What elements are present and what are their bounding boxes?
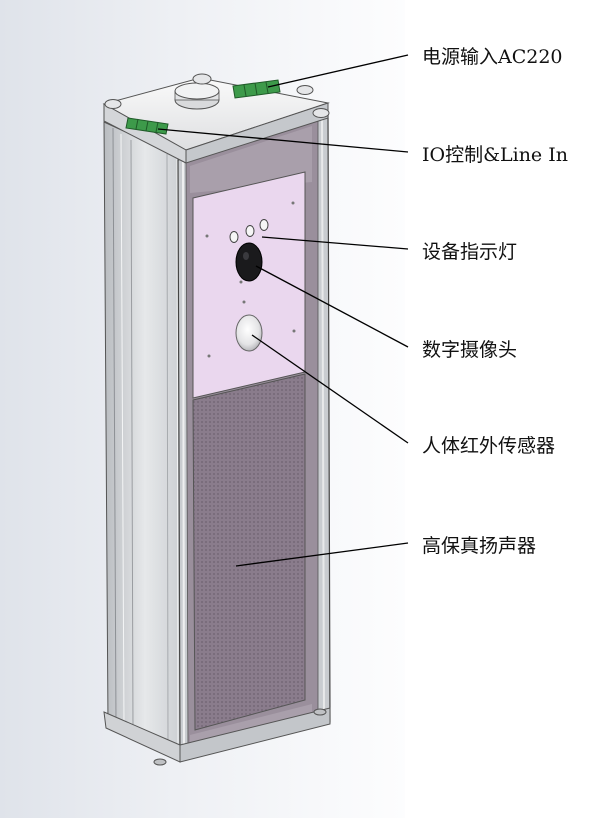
leader-line-indicator (261, 236, 409, 250)
control-panel (192, 171, 306, 399)
power-terminal (232, 79, 281, 99)
label-pir: 人体红外传感器 (422, 435, 556, 457)
indicator-led (229, 231, 239, 243)
leader-line-pir (251, 334, 409, 444)
left-side-face (103, 121, 187, 758)
label-indicator: 设备指示灯 (422, 241, 518, 263)
indicator-led (259, 219, 269, 231)
leader-lines (157, 54, 409, 567)
pir-sensor (235, 314, 263, 352)
leader-line-camera (255, 265, 409, 348)
camera-lens (235, 242, 263, 282)
leader-line-speaker (235, 542, 409, 567)
bottom-base (103, 707, 331, 766)
leader-line-power (267, 54, 409, 88)
speaker-grille (190, 373, 312, 750)
label-column (405, 0, 600, 818)
label-power: 电源输入AC220 (422, 46, 563, 68)
indicator-led-group (229, 219, 269, 243)
io-terminal (125, 117, 169, 135)
label-speaker: 高保真扬声器 (422, 535, 537, 557)
label-io: IO控制&Line In (422, 144, 568, 166)
indicator-led (245, 225, 255, 237)
label-camera: 数字摄像头 (422, 339, 518, 361)
leader-line-io (157, 128, 409, 153)
